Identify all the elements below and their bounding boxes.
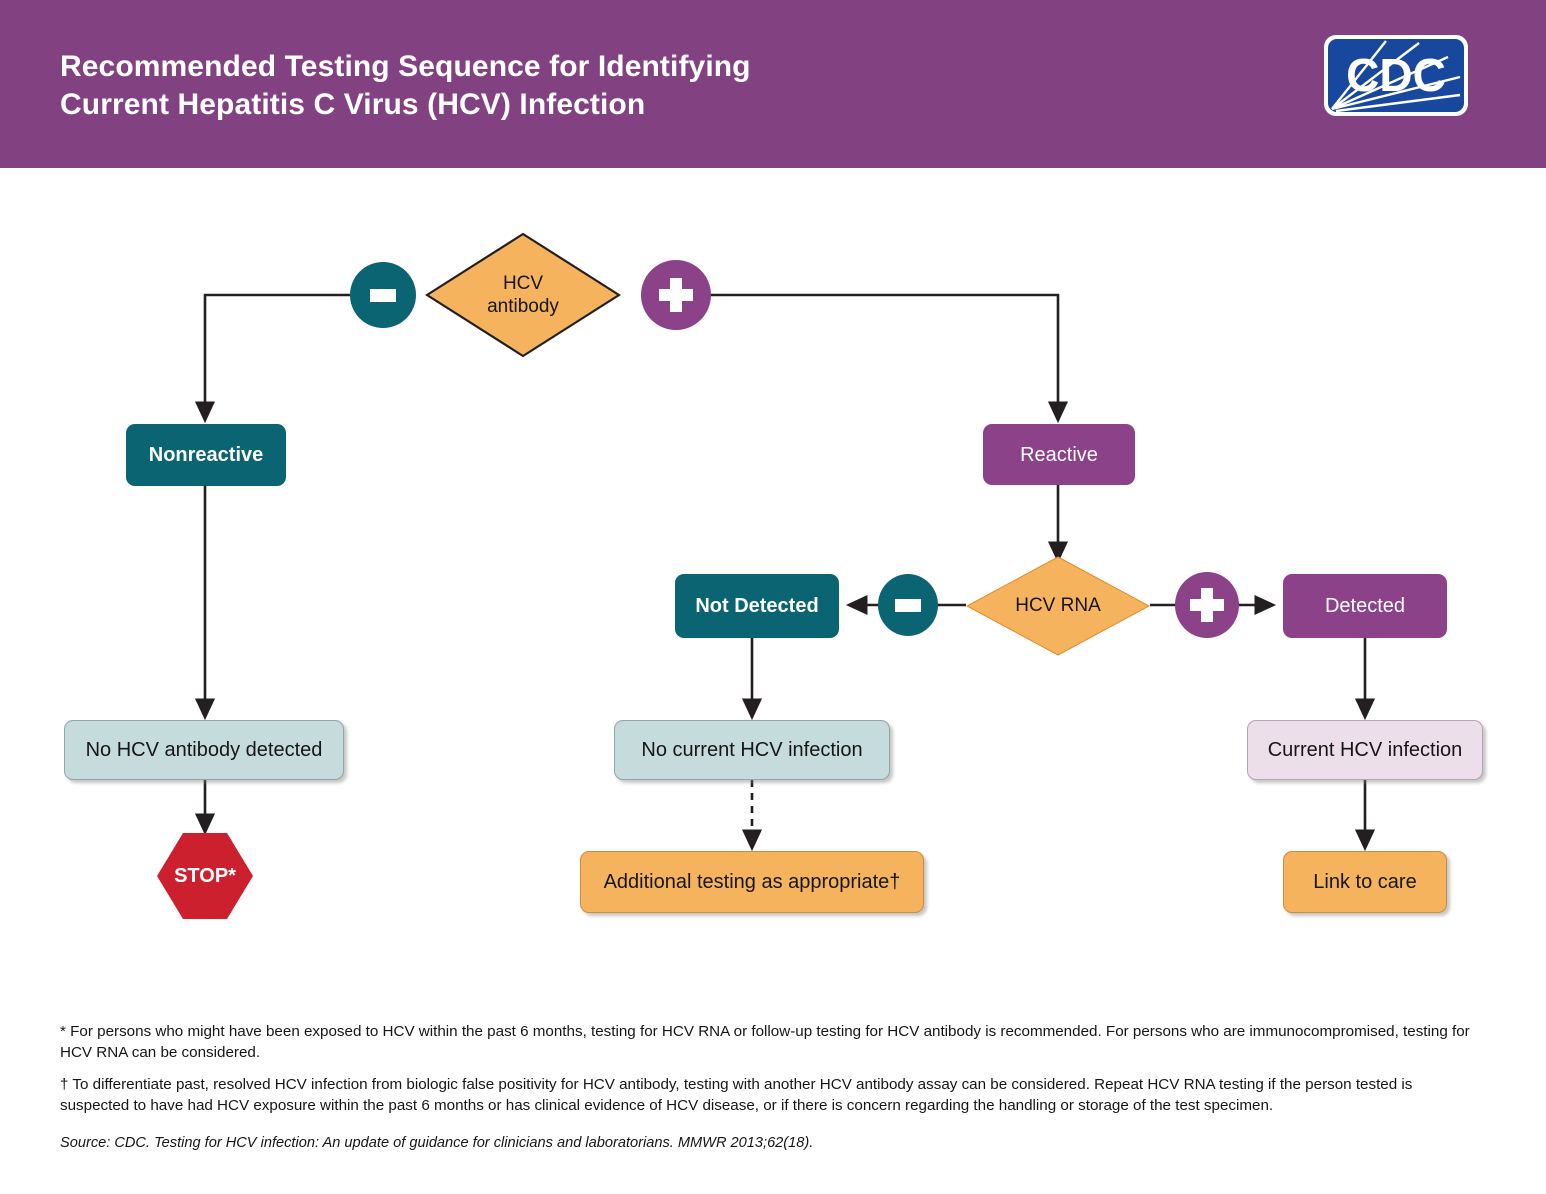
decision-hcv-rna[interactable]: HCV RNA xyxy=(966,556,1150,656)
footnote-asterisk: * For persons who might have been expose… xyxy=(60,1023,1470,1061)
svg-text:CDC: CDC xyxy=(1346,49,1446,101)
node-nonreactive[interactable]: Nonreactive xyxy=(126,424,286,486)
node-not-detected[interactable]: Not Detected xyxy=(675,574,839,638)
flowchart-canvas: Additional testing --> HCV antibody Nonr… xyxy=(0,168,1546,998)
footnotes: * For persons who might have been expose… xyxy=(60,1022,1480,1164)
node-stop[interactable]: STOP* xyxy=(157,833,253,919)
node-no-hcv-antibody-detected-label: No HCV antibody detected xyxy=(85,739,323,761)
node-link-to-care-label: Link to care xyxy=(1313,871,1417,893)
footnote-dagger: † To differentiate past, resolved HCV in… xyxy=(60,1075,1413,1114)
sign-rna-positive xyxy=(1175,572,1239,638)
source-citation: Source: CDC. Testing for HCV infection: … xyxy=(60,1134,814,1151)
node-detected[interactable]: Detected xyxy=(1283,574,1447,638)
node-additional-testing-label: Additional testing as appropriate† xyxy=(603,871,901,893)
node-no-current-hcv-infection[interactable]: No current HCV infection xyxy=(614,720,890,780)
node-reactive[interactable]: Reactive xyxy=(983,424,1135,485)
node-detected-label: Detected xyxy=(1324,595,1406,617)
page-title-line-1: Recommended Testing Sequence for Identif… xyxy=(60,50,751,83)
node-no-current-hcv-infection-label: No current HCV infection xyxy=(641,739,863,761)
node-nonreactive-label: Nonreactive xyxy=(148,444,264,466)
node-link-to-care[interactable]: Link to care xyxy=(1283,851,1447,913)
page-title: Recommended Testing Sequence for Identif… xyxy=(60,48,960,125)
decision-hcv-antibody[interactable]: HCV antibody xyxy=(425,232,621,358)
node-stop-label: STOP* xyxy=(174,864,236,887)
decision-hcv-rna-label: HCV RNA xyxy=(1015,595,1101,617)
node-additional-testing[interactable]: Additional testing as appropriate† xyxy=(580,851,924,913)
node-current-hcv-infection[interactable]: Current HCV infection xyxy=(1247,720,1483,780)
page-title-line-2: Current Hepatitis C Virus (HCV) Infectio… xyxy=(60,88,646,122)
cdc-logo: CDC xyxy=(1322,33,1470,118)
plus-icon xyxy=(1190,588,1224,622)
node-current-hcv-infection-label: Current HCV infection xyxy=(1267,739,1463,761)
sign-antibody-negative xyxy=(350,262,416,328)
node-no-hcv-antibody-detected[interactable]: No HCV antibody detected xyxy=(64,720,344,780)
plus-icon xyxy=(659,278,693,312)
decision-hcv-antibody-label: HCV antibody xyxy=(487,272,559,317)
sign-rna-negative xyxy=(878,574,938,636)
minus-icon xyxy=(895,598,921,612)
node-not-detected-label: Not Detected xyxy=(695,595,819,617)
page-header: Recommended Testing Sequence for Identif… xyxy=(0,0,1546,168)
node-reactive-label: Reactive xyxy=(1020,443,1098,466)
minus-icon xyxy=(370,288,396,302)
sign-antibody-positive xyxy=(641,260,711,330)
